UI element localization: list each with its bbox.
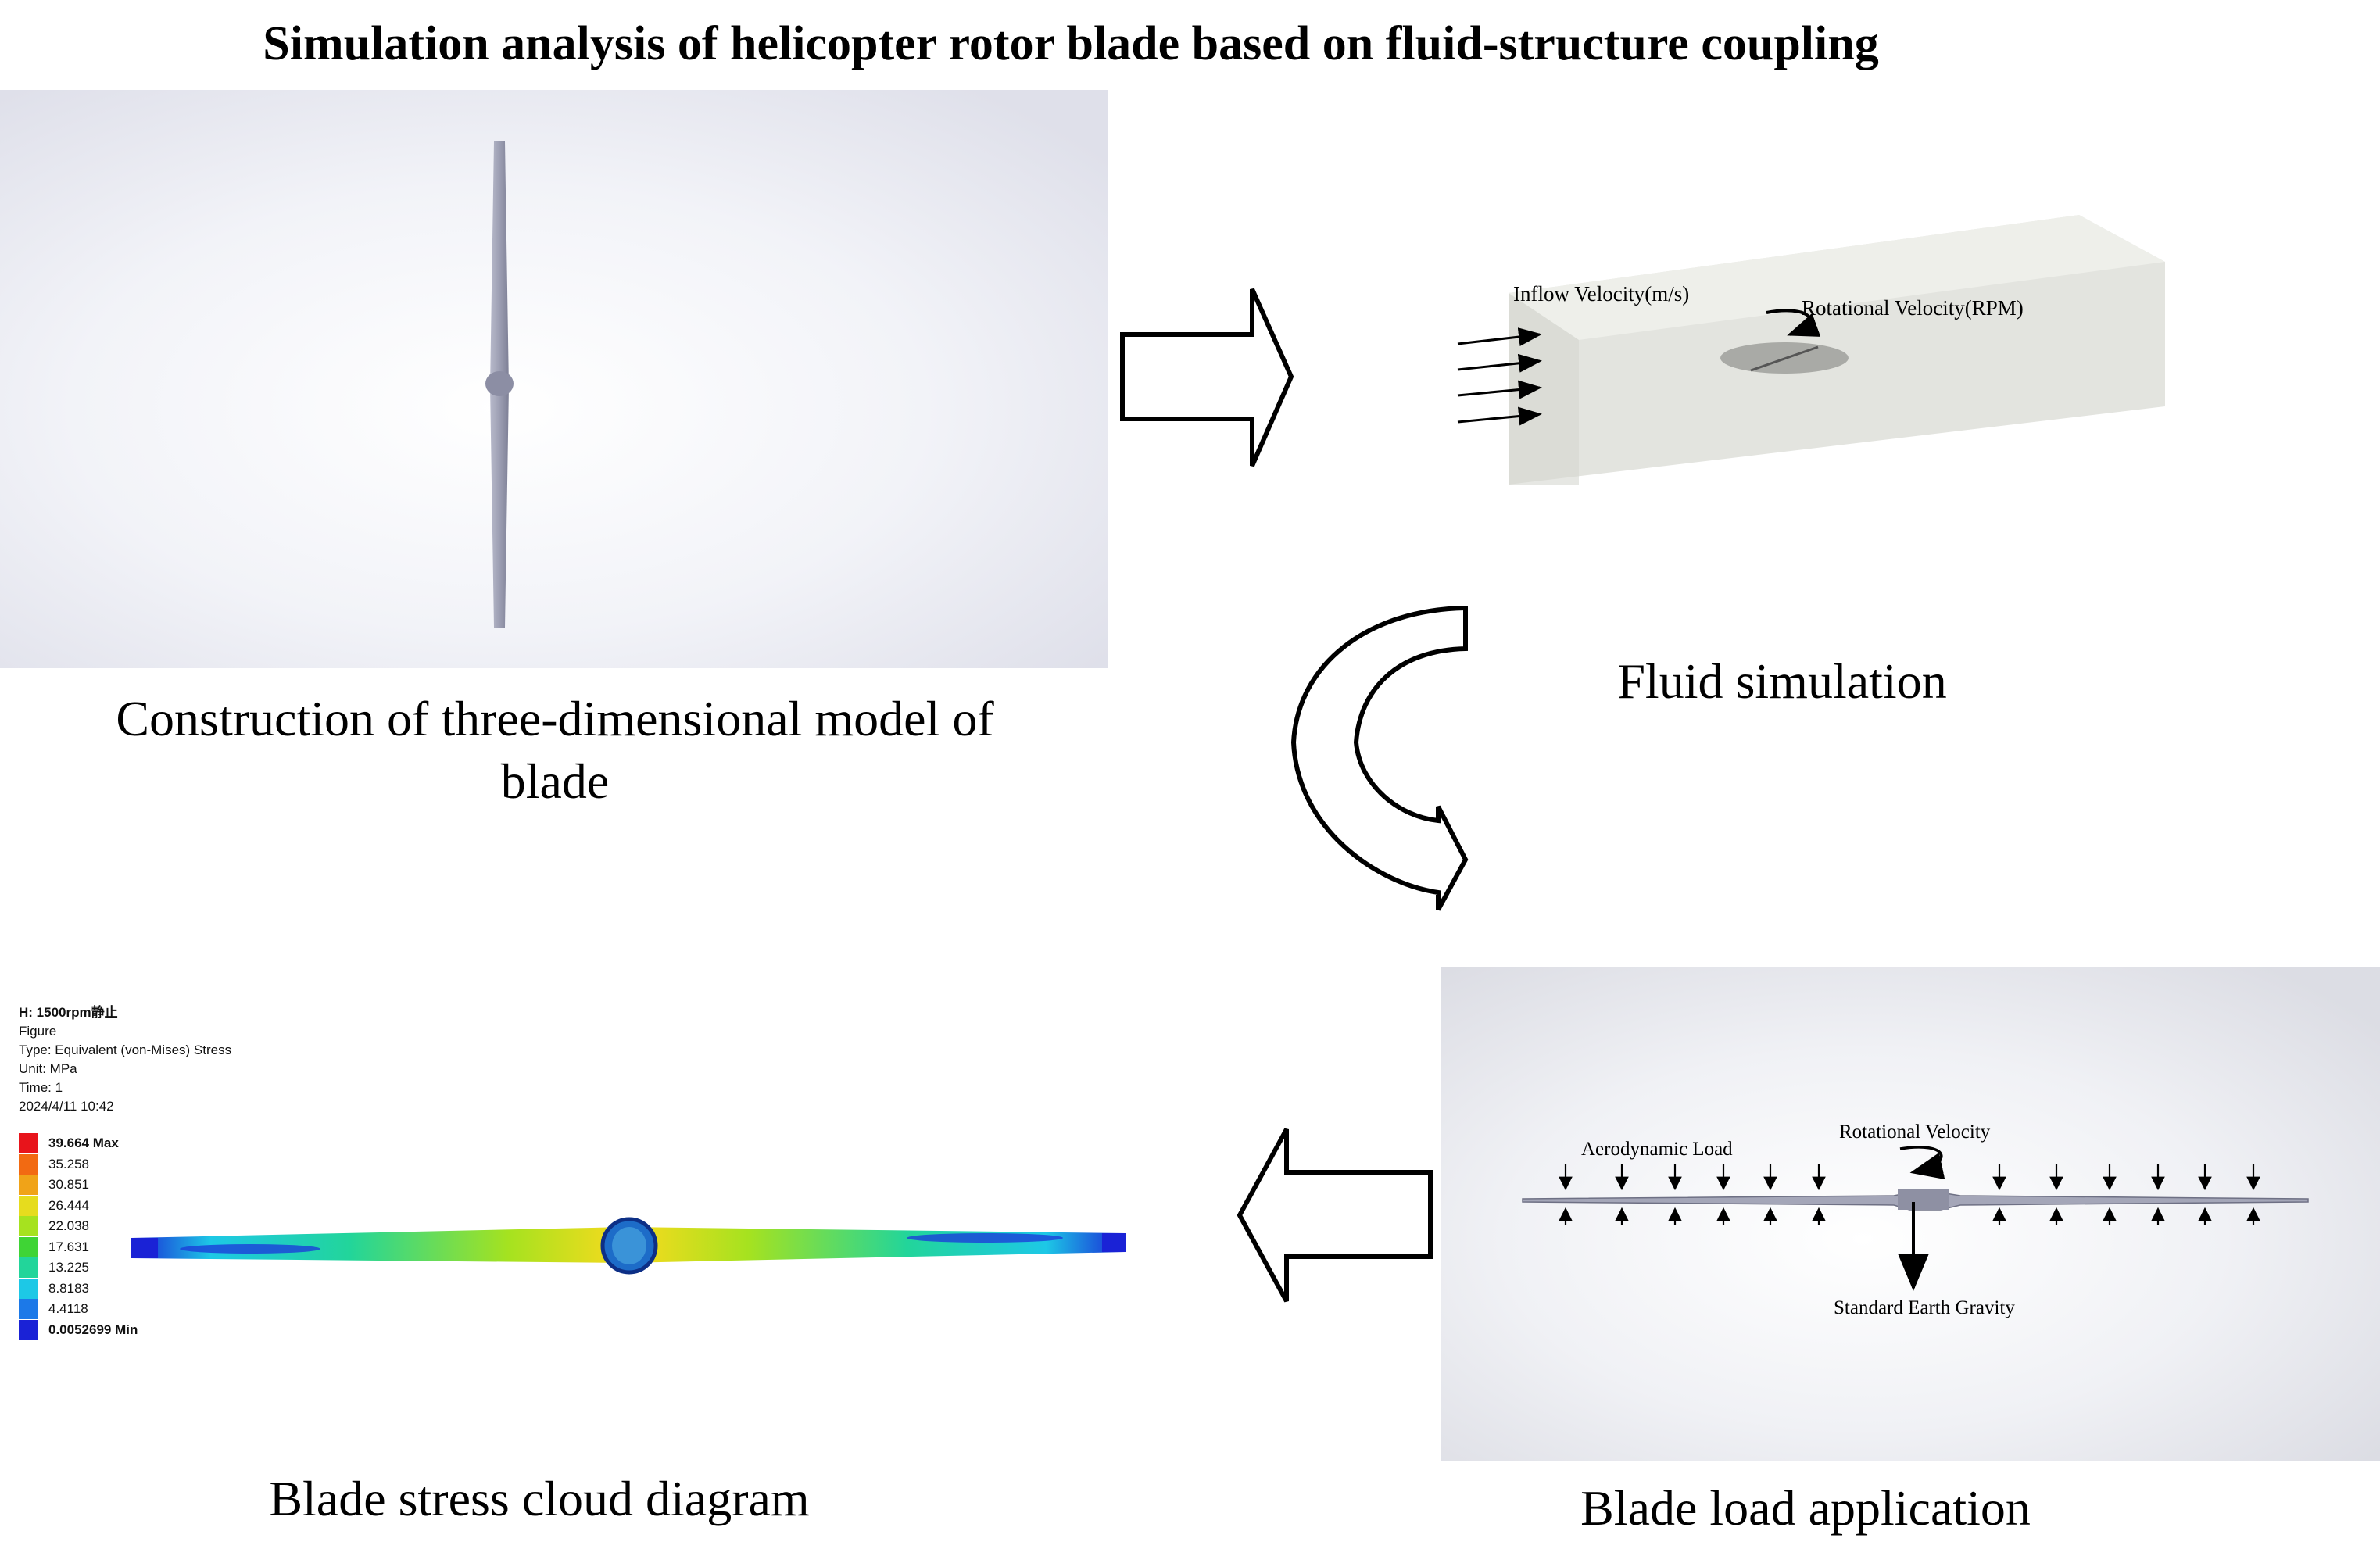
stress-scale-swatch xyxy=(19,1299,38,1319)
result-date: 2024/4/11 10:42 xyxy=(19,1099,114,1114)
stress-caption: Blade stress cloud diagram xyxy=(269,1471,810,1526)
rotational-velocity-label: Rotational Velocity(RPM) xyxy=(1802,296,2024,320)
stress-scale-value: 17.631 xyxy=(48,1239,89,1254)
stress-scale-swatch xyxy=(19,1319,38,1340)
aerodynamic-load-label: Aerodynamic Load xyxy=(1581,1139,1733,1160)
result-time: Time: 1 xyxy=(19,1080,63,1095)
stress-scale-swatch xyxy=(19,1153,38,1175)
gravity-label: Standard Earth Gravity xyxy=(1834,1297,2015,1318)
stress-scale-row: 8.8183 xyxy=(19,1278,89,1299)
right-block-arrow xyxy=(1120,288,1294,467)
stress-scale-row: 39.664 Max xyxy=(19,1133,119,1153)
load-hub xyxy=(1898,1189,1949,1210)
curved-down-arrow xyxy=(1290,605,1469,911)
figure-title: Simulation analysis of helicopter rotor … xyxy=(263,17,1879,70)
blade-hub xyxy=(485,371,514,396)
stress-scale-value: 22.038 xyxy=(48,1218,89,1233)
stress-scale-row: 0.0052699 Min xyxy=(19,1319,138,1340)
stress-scale-row: 30.851 xyxy=(19,1175,89,1195)
stress-scale-row: 4.4118 xyxy=(19,1299,88,1319)
stress-scale-row: 26.444 xyxy=(19,1195,89,1216)
fluid-domain-diagram: Inflow Velocity(m/s) Rotational Velocity… xyxy=(1457,215,2165,485)
stress-scale-row: 13.225 xyxy=(19,1257,89,1278)
load-rotational-velocity-label: Rotational Velocity xyxy=(1839,1121,1991,1143)
fluid-caption: Fluid simulation xyxy=(1617,653,1947,709)
fluid-box-top xyxy=(1509,215,2165,340)
stress-scale-value: 8.8183 xyxy=(48,1280,89,1296)
result-type: Type: Equivalent (von-Mises) Stress xyxy=(19,1043,232,1057)
stress-scale-value: 35.258 xyxy=(48,1156,89,1171)
stress-scale-value: 30.851 xyxy=(48,1177,89,1192)
stress-scale-swatch xyxy=(19,1278,38,1299)
stress-info-block: H: 1500rpm静止 Figure Type: Equivalent (vo… xyxy=(19,1003,300,1116)
inflow-velocity-label: Inflow Velocity(m/s) xyxy=(1513,282,1689,306)
load-diagram: Aerodynamic Load Rotational Velocity Sta… xyxy=(1522,1121,2309,1318)
stress-scale-row: 22.038 xyxy=(19,1216,89,1236)
inflow-arrows xyxy=(1457,327,1542,426)
load-caption: Blade load application xyxy=(1580,1480,2031,1536)
stress-scale-swatch xyxy=(19,1133,38,1153)
stress-scale-value: 39.664 Max xyxy=(48,1136,119,1150)
stress-scale-value: 13.225 xyxy=(48,1260,89,1275)
vertical-blade-render xyxy=(485,141,514,628)
blade-model-render xyxy=(0,90,1108,668)
model-caption-line1: Construction of three-dimensional model … xyxy=(116,691,994,746)
stress-scale-swatch xyxy=(19,1236,38,1257)
stress-scale-value: 4.4118 xyxy=(48,1301,88,1316)
model-caption-line2: blade xyxy=(500,753,610,809)
model-caption: Construction of three-dimensional model … xyxy=(47,688,1063,813)
stress-scale-value: 26.444 xyxy=(48,1197,89,1213)
stress-blade-render xyxy=(131,1217,1126,1275)
rotor-blade-line xyxy=(1750,345,1819,372)
result-unit: Unit: MPa xyxy=(19,1061,77,1076)
left-block-arrow xyxy=(1237,1128,1433,1303)
rotation-arrow xyxy=(1766,309,1821,337)
stress-scale-swatch xyxy=(19,1175,38,1195)
result-name: H: 1500rpm静止 xyxy=(19,1005,118,1020)
load-rotation-arrow xyxy=(1899,1146,1945,1180)
stress-color-scale: 39.664 Max 35.258 30.851 26.444 22.038 17.631… xyxy=(19,1133,222,1344)
stress-scale-swatch xyxy=(19,1195,38,1216)
result-figure: Figure xyxy=(19,1024,57,1039)
stress-scale-swatch xyxy=(19,1257,38,1278)
stress-scale-row: 17.631 xyxy=(19,1236,89,1257)
stress-scale-swatch xyxy=(19,1216,38,1236)
aero-load-arrows xyxy=(1559,1164,2260,1225)
stress-scale-value: 0.0052699 Min xyxy=(48,1322,138,1337)
stress-scale-row: 35.258 xyxy=(19,1153,89,1175)
blade-load-render: Aerodynamic Load Rotational Velocity Sta… xyxy=(1441,967,2380,1461)
